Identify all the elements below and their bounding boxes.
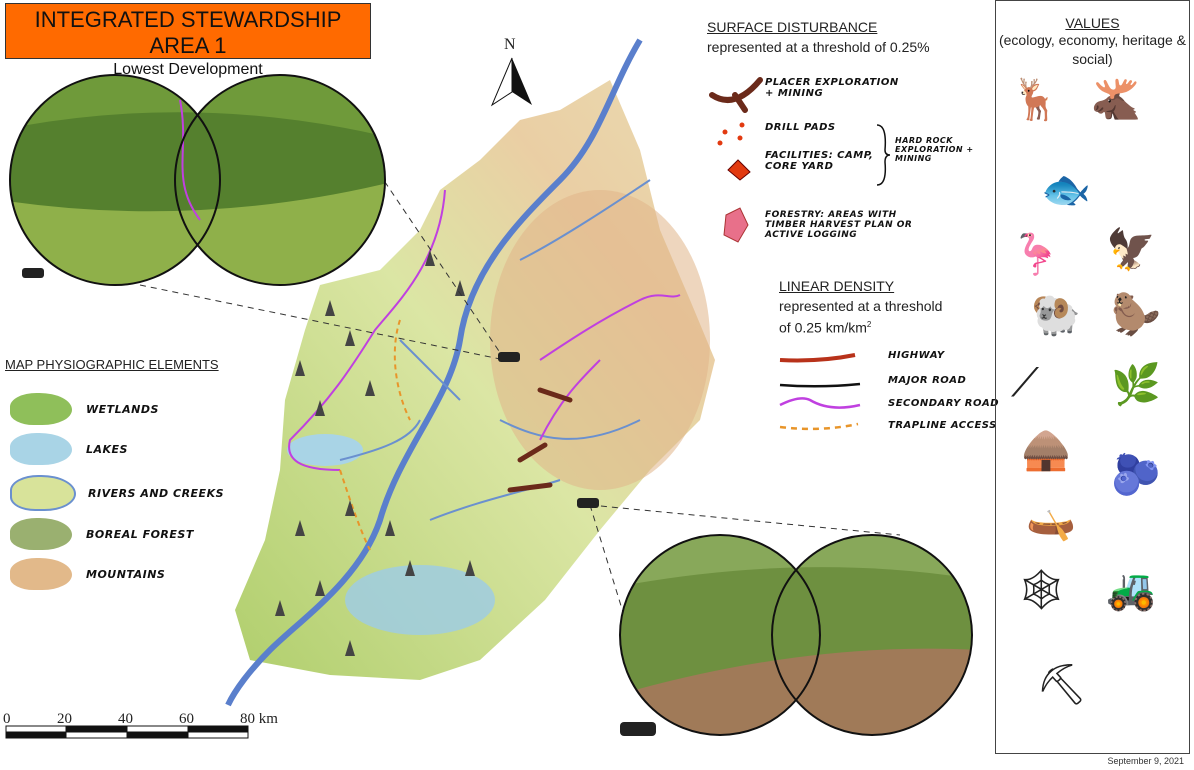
map-canvas bbox=[5, 38, 973, 739]
view-north bbox=[10, 75, 385, 285]
rivers-icon bbox=[10, 475, 76, 511]
physio-forest: Boreal forest bbox=[10, 518, 194, 550]
legend-major-road: Major road bbox=[888, 375, 967, 386]
values-panel: VALUES (ecology, economy, heritage & soc… bbox=[995, 0, 1190, 754]
berries-icon: 🫐 bbox=[1111, 453, 1161, 497]
legend-hard-rock: Hard rock exploration + mining bbox=[895, 136, 974, 163]
north-label: N bbox=[504, 36, 516, 53]
values-subtitle: (ecology, economy, heritage & social) bbox=[998, 32, 1187, 67]
surface-subtitle: represented at a threshold of 0.25% bbox=[707, 39, 930, 55]
map-date: September 9, 2021 bbox=[1107, 756, 1184, 766]
dreamcatcher-icon: 🕸 bbox=[1016, 568, 1067, 612]
map-title: INTEGRATED STEWARDSHIP AREA 1 bbox=[34, 7, 342, 58]
trapline bbox=[339, 319, 411, 551]
fish-icon: 🐟 bbox=[1041, 168, 1091, 212]
binoculars-icon bbox=[22, 268, 656, 736]
moose-icon: 🫎 bbox=[1091, 78, 1141, 122]
fireweed-icon: 🌿 bbox=[1111, 363, 1161, 407]
mining-equipment-icon: 🚜 bbox=[1106, 568, 1156, 612]
surface-heading: SURFACE DISTURBANCE bbox=[707, 19, 878, 35]
physio-lakes: Lakes bbox=[10, 433, 128, 465]
legend-forestry: Forestry: areas with timber harvest plan… bbox=[765, 210, 913, 240]
mountains-icon bbox=[10, 558, 72, 590]
forestry-icon bbox=[723, 207, 749, 243]
facilities-icon bbox=[727, 159, 751, 181]
lake-west bbox=[287, 434, 363, 466]
map-subtitle: Lowest Development bbox=[113, 61, 263, 78]
falcon-icon: 🦅 bbox=[1106, 228, 1156, 272]
rifle-icon: ⟋ bbox=[1011, 361, 1039, 405]
legend-facilities: Facilities: camp, core yard bbox=[765, 150, 874, 172]
main-river bbox=[225, 38, 643, 707]
wetlands-icon bbox=[10, 393, 72, 425]
physio-mountains: Mountains bbox=[10, 558, 165, 590]
secondary-roads bbox=[288, 189, 681, 471]
north-arrow-icon bbox=[490, 57, 532, 107]
scale-0: 0 bbox=[3, 711, 11, 727]
mountains-shading bbox=[490, 190, 710, 490]
scale-80: 80 km bbox=[240, 711, 278, 727]
forest-icon bbox=[10, 518, 72, 550]
linear-heading: LINEAR DENSITY bbox=[779, 278, 895, 294]
beaver-icon: 🦫 bbox=[1111, 293, 1161, 337]
sheep-icon: 🐏 bbox=[1031, 293, 1081, 337]
crane-icon: 🦩 bbox=[1011, 233, 1061, 277]
physio-rivers: Rivers and creeks bbox=[10, 475, 224, 511]
boat-icon: 🛶 bbox=[1026, 498, 1076, 542]
lakes-icon bbox=[10, 433, 72, 465]
physio-wetlands: Wetlands bbox=[10, 393, 159, 425]
linear-subtitle: represented at a threshold bbox=[779, 298, 943, 314]
drill-pads-icon bbox=[717, 122, 745, 146]
placer-sites bbox=[507, 387, 573, 493]
scale-40: 40 bbox=[118, 711, 133, 727]
scale-bar bbox=[5, 725, 249, 739]
caribou-icon: 🦌 bbox=[1011, 78, 1061, 122]
cabin-icon: 🛖 bbox=[1021, 428, 1071, 472]
scale-20: 20 bbox=[57, 711, 72, 727]
lake-south bbox=[345, 565, 495, 635]
scale-60: 60 bbox=[179, 711, 194, 727]
placer-icon bbox=[709, 77, 763, 113]
legend-placer: Placer exploration + mining bbox=[765, 77, 899, 99]
legend-secondary-road: Secondary road bbox=[888, 398, 1000, 409]
legend-highway: Highway bbox=[888, 350, 945, 361]
legend-drill-pads: Drill pads bbox=[765, 122, 836, 133]
physio-heading: MAP PHYSIOGRAPHIC ELEMENTS bbox=[5, 357, 219, 372]
linear-units: of 0.25 km/km bbox=[779, 319, 867, 336]
linear-subtitle-2: of 0.25 km/km2 bbox=[779, 316, 871, 337]
legend-symbols bbox=[709, 77, 891, 431]
units-superscript: 2 bbox=[866, 320, 872, 329]
values-heading: VALUES bbox=[1065, 15, 1120, 31]
legend-trapline: Trapline access bbox=[888, 420, 997, 431]
title-box: INTEGRATED STEWARDSHIP AREA 1 Lowest Dev… bbox=[5, 3, 371, 78]
view-south bbox=[620, 535, 972, 735]
prospector-icon: ⛏ bbox=[1036, 663, 1087, 707]
